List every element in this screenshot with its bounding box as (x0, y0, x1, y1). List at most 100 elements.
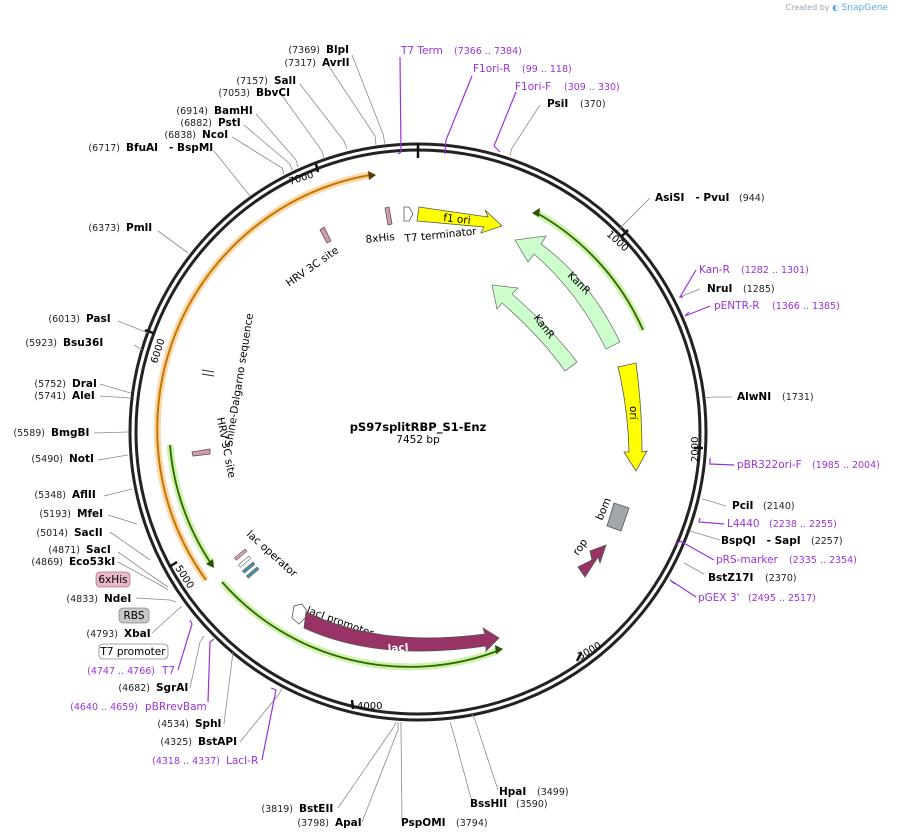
his6-box-label: 6xHis (98, 574, 127, 586)
enzyme-bmgbi-name: BmgBI (51, 427, 89, 439)
primer-leader-f1orir (444, 75, 473, 155)
enzyme-sphi-pos: (4534) (157, 719, 189, 730)
primer-pgex3: pGEX 3' (2495 .. 2517) (698, 592, 816, 604)
enzyme-bstapi-name: BstAPI (198, 736, 237, 748)
primer-leader-l4440 (698, 517, 725, 525)
primer-lacir: (4318 .. 4337)LacI-R (152, 755, 258, 767)
enzyme-ndei: (4833)NdeI (66, 593, 131, 605)
primer-f1orir: F1ori-R(99 .. 118) (473, 63, 572, 75)
leader-bstapi (239, 687, 283, 743)
tick-label-4000: 4000 (357, 701, 382, 712)
enzyme-psti-pos: (6882) (180, 118, 212, 129)
enzyme-psti-name: PstI (218, 117, 241, 129)
tick-mark-7000 (314, 163, 320, 173)
enzyme-psii: PsiI(370) (547, 98, 606, 110)
primer-leader-lacir (261, 687, 277, 761)
leader-hpai (471, 713, 499, 791)
green-arc-left-arrowhead (206, 559, 214, 568)
leader-saci (117, 551, 169, 588)
enzyme-alei-pos: (5741) (34, 391, 66, 402)
enzyme-bfuai-name: BfuAI - BspMI (126, 142, 213, 154)
enzyme-psti: (6882) PstI (180, 117, 240, 129)
primer-prsmarker: pRS-marker(2335 .. 2354) (716, 554, 857, 566)
enzyme-sali-pos: (7157) (236, 76, 268, 87)
enzyme-asisi-pos: (944) (739, 193, 765, 204)
enzyme-drai: (5752)DraI (34, 378, 96, 390)
laci-promoter-arrow (291, 603, 310, 625)
enzyme-bbvci-name: BbvCI (256, 87, 290, 99)
primer-f1orif-name: F1ori-F (515, 81, 551, 93)
primer-pentrr: pENTR-R(1366 .. 1385) (714, 300, 840, 312)
laci-label: lacI (387, 642, 409, 655)
primer-leader-pgex3 (669, 579, 697, 598)
enzyme-ncoi-name: NcoI (202, 129, 228, 141)
enzyme-bsteii: (3819)BstEII (261, 803, 333, 815)
snapgene-logo-icon: ◐ (832, 3, 840, 12)
enzyme-pcii-pos: (2140) (763, 501, 795, 512)
primer-leader-t7 (177, 619, 193, 671)
enzyme-bsshii: BssHII(3590) (470, 798, 548, 810)
leader-sgrai (189, 635, 205, 689)
leader-alei (99, 395, 131, 399)
enzyme-xbai-pos: (4793) (86, 629, 118, 640)
tick-mark-6000 (144, 328, 154, 335)
primer-leader-pbrrevbam (207, 638, 215, 703)
leader-bspqi (689, 530, 721, 541)
enzyme-nrui-name: NruI (707, 283, 732, 295)
leader-bfuai (213, 150, 251, 197)
enzyme-sacii-pos: (5014) (36, 528, 68, 539)
enzyme-bspqi: BspQI - SapI(2257) (721, 535, 843, 547)
t7-terminator-arrow (403, 206, 414, 222)
enzyme-xbai: (4793)XbaI (86, 628, 150, 640)
rbs-box-label: RBS (124, 610, 145, 622)
enzyme-alwni: AlwNI(1731) (737, 391, 814, 403)
enzyme-pcii-name: PciI (732, 500, 753, 512)
enzyme-blpi: (7369)BlpI (288, 44, 349, 56)
green-arc-left (169, 444, 213, 566)
enzyme-sphi: (4534) SphI (157, 718, 221, 730)
enzyme-bsteii-pos: (3819) (261, 804, 293, 815)
enzyme-aflii-name: AflII (72, 489, 96, 501)
lac-operator-marker-4 (245, 566, 260, 579)
shine-dalgarno-marker (201, 369, 215, 373)
leader-bmgbi (93, 431, 129, 434)
primer-pbrrevbam: (4640 .. 4659)pBRrevBam (70, 701, 207, 713)
primer-l4440: L4440(2238 .. 2255) (727, 518, 837, 530)
leader-sacii (109, 531, 151, 561)
rop-arrow (577, 544, 607, 578)
primer-pbrrevbam-name: pBRrevBam (145, 701, 207, 713)
primer-kanr-pos: (1282 .. 1301) (741, 265, 809, 276)
primer-pgex3-name: pGEX 3' (698, 592, 740, 604)
enzyme-pcii: PciI (2140) (732, 500, 795, 512)
enzyme-sacii: (5014)SacII (36, 527, 102, 539)
leader-drai (99, 383, 132, 394)
f1-ori-arrow (416, 206, 503, 234)
his6-box: 6xHis (95, 571, 131, 588)
enzyme-pasi-name: PasI (86, 313, 111, 325)
enzyme-asisi: AsiSI - PvuI(944) (655, 192, 765, 204)
enzyme-aflii: (5348) AflII (34, 489, 95, 501)
leader-pcii (701, 498, 727, 507)
enzyme-sphi-name: SphI (195, 718, 221, 730)
enzyme-labels: (7369)BlpI (7317)AvrII (7157)SalI (7053)… (13, 44, 842, 829)
enzyme-bamhi: (6914)BamHI (176, 105, 252, 117)
enzyme-bfuai-pos: (6717) (88, 143, 120, 154)
enzyme-bsu36i: (5923)Bsu36I (25, 337, 103, 349)
enzyme-aflii-pos: (5348) (34, 490, 66, 501)
enzyme-eco53ki: (4869)Eco53kI (31, 556, 115, 568)
primer-pgex3-pos: (2495 .. 2517) (748, 593, 816, 604)
enzyme-apai: (3798)ApaI (297, 817, 361, 829)
tick-marks (144, 163, 703, 710)
primer-t7-pos: (4747 .. 4766) (87, 666, 155, 677)
leader-ndei (135, 597, 177, 603)
green-arc-right (534, 211, 644, 331)
enzyme-sgrai-name: SgrAI (156, 682, 188, 694)
leader-xbai (151, 605, 183, 634)
hrv3c-top-label: HRV 3C site (284, 244, 341, 289)
enzyme-bbvci-pos: (7053) (218, 88, 250, 99)
t7-promoter-box: T7 promoter (98, 643, 169, 660)
his8-marker (384, 206, 393, 226)
credit-prefix: Created by (785, 3, 830, 12)
enzyme-nrui: NruI(1285) (707, 283, 775, 295)
